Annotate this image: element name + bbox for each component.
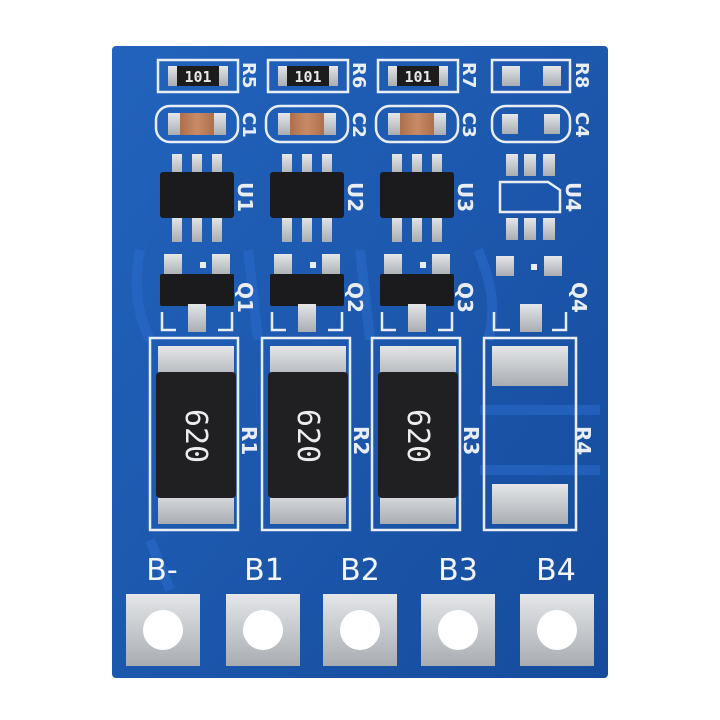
solder-pad-b4[interactable] — [520, 594, 594, 666]
silk-label-U3: U3 — [453, 182, 477, 212]
silk-label-U1: U1 — [233, 182, 257, 212]
silk-label-R3: R3 — [459, 426, 483, 455]
solder-pad-b2[interactable] — [323, 594, 397, 666]
capacitor-C1 — [154, 104, 240, 144]
silk-label-C3: C3 — [458, 112, 479, 138]
solder-pad-b1[interactable] — [226, 594, 300, 666]
silk-label-C4: C4 — [571, 112, 592, 138]
copper-traces — [131, 247, 600, 592]
empty-footprint-R8 — [490, 58, 572, 94]
small-resistor-R5: 101 — [156, 58, 240, 94]
pin-label-b2: B2 — [340, 553, 380, 588]
empty-footprint-R4 — [482, 336, 578, 532]
silk-label-Q2: Q2 — [343, 282, 367, 313]
empty-footprint-C4 — [490, 104, 572, 144]
capacitor-C2 — [264, 104, 350, 144]
silk-label-U2: U2 — [343, 182, 367, 212]
silk-label-Q1: Q1 — [233, 282, 257, 313]
small-resistor-value: 101 — [404, 68, 431, 86]
empty-footprint-Q4 — [492, 256, 568, 332]
pin-label-b4: B4 — [536, 553, 576, 588]
pin-label-b-minus: B- — [146, 553, 177, 588]
silk-label-Q3: Q3 — [453, 282, 477, 313]
small-resistor-value: 101 — [184, 68, 211, 86]
ic-U3 — [380, 154, 454, 242]
transistor-Q3 — [380, 254, 454, 332]
silk-label-R2: R2 — [349, 426, 373, 455]
empty-footprint-U4 — [498, 154, 562, 240]
power-resistor-value: 620 — [178, 409, 213, 463]
small-resistor-R6: 101 — [266, 58, 350, 94]
silk-label-R7: R7 — [458, 62, 479, 88]
silk-label-C2: C2 — [348, 112, 369, 138]
ic-U2 — [270, 154, 344, 242]
power-resistor-value: 620 — [400, 409, 435, 463]
capacitor-C3 — [374, 104, 460, 144]
pin-label-b3: B3 — [438, 553, 478, 588]
silk-label-R5: R5 — [238, 62, 259, 88]
transistor-Q2 — [270, 254, 344, 332]
silk-label-R4: R4 — [571, 426, 595, 455]
solder-pad-b-minus[interactable] — [126, 594, 200, 666]
power-resistor-value: 620 — [290, 409, 325, 463]
silk-label-R8: R8 — [571, 62, 592, 88]
transistor-Q1 — [160, 254, 234, 332]
silk-label-R6: R6 — [348, 62, 369, 88]
power-resistor-R1: 620 — [148, 336, 240, 532]
power-resistor-R2: 620 — [260, 336, 352, 532]
power-resistor-R3: 620 — [370, 336, 462, 532]
small-resistor-value: 101 — [294, 68, 321, 86]
solder-pad-b3[interactable] — [421, 594, 495, 666]
silk-label-R1: R1 — [237, 426, 261, 455]
small-resistor-R7: 101 — [376, 58, 460, 94]
ic-U1 — [160, 154, 234, 242]
pin-label-b1: B1 — [244, 553, 284, 588]
silk-label-U4: U4 — [561, 182, 585, 212]
silk-label-Q4: Q4 — [567, 282, 591, 313]
silk-label-C1: C1 — [238, 112, 259, 138]
